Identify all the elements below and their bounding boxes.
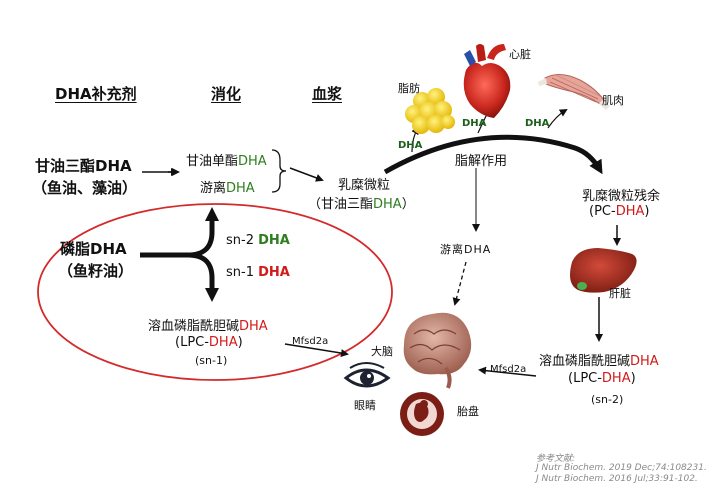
phospholipid-highlight-ellipse [37,203,393,381]
liver-icon [570,248,637,293]
transporter-right-label: Mfsd2a [490,364,527,375]
lipolysis-label: 脂解作用 [455,154,508,169]
free-dha-digestion: 游离DHA [200,181,255,196]
heart-icon [463,44,511,118]
lpc-right-abbr: (LPC-DHA) [568,371,636,386]
arrow-free-dha-to-brain [452,261,467,306]
fat-icon [405,88,455,134]
header-supplement: DHA补充剂 [55,85,137,103]
dha-tag-fat: DHA [398,140,423,151]
phospholipid-dha: 磷脂DHA [60,240,127,258]
lpc-left-abbr: (LPC-DHA) [175,335,243,350]
lpc-right-name: 溶血磷脂酰胆碱DHA [539,354,659,369]
triglyceride-source: （鱼油、藻油） [32,179,138,197]
brain-label: 大脑 [371,345,393,358]
free-dha-plasma-label: 游离DHA [440,243,492,256]
brain-icon [403,312,472,389]
liver-label: 肝脏 [609,287,631,300]
muscle-icon [538,74,610,110]
arrow-lipolysis [383,134,603,175]
placenta-icon [400,392,444,436]
digestion-brace [271,149,287,193]
reference-1: J Nutr Biochem. 2019 Dec;74:108231. [536,463,707,473]
monoglyceride-dha: 甘油单酯DHA [186,154,267,169]
remnant-abbr: (PC-DHA) [589,204,650,219]
sn1-dha-label: sn-1 DHA [226,265,290,280]
fat-label: 脂肪 [398,82,420,95]
lpc-left-name: 溶血磷脂酰胆碱DHA [148,319,268,334]
header-plasma: 血浆 [312,85,343,103]
dha-tag-muscle: DHA [525,118,550,129]
chylomicron-sub: （甘油三酯DHA） [308,197,415,212]
muscle-label: 肌肉 [602,94,624,107]
transporter-left-label: Mfsd2a [292,336,329,347]
arrow-to-muscle [547,108,568,129]
chylomicron-name: 乳糜微粒 [338,178,391,193]
eye-label: 眼睛 [354,399,376,412]
arrow-lpc-left-to-brain [284,343,349,357]
lpc-right-position: (sn-2) [591,393,624,406]
remnant-name: 乳糜微粒残余 [582,189,661,204]
lpc-left-position: (sn-1) [195,354,228,367]
reference-2: J Nutr Biochem. 2016 Jul;33:91-102. [536,474,698,484]
placenta-label: 胎盘 [457,405,479,418]
arrow-phospholipid-fork [140,207,219,258]
heart-label: 心脏 [509,48,531,61]
references-title: 参考文献: [536,454,576,464]
eye-icon [343,362,391,388]
triglyceride-dha: 甘油三酯DHA [35,157,132,175]
arrow-to-chylomicron [289,167,324,182]
phospholipid-source: （鱼籽油） [58,262,134,280]
dha-tag-heart: DHA [462,118,487,129]
sn2-dha-label: sn-2 DHA [226,233,290,248]
arrow-lpc-right-to-brain [478,366,537,377]
header-digestion: 消化 [211,85,242,103]
